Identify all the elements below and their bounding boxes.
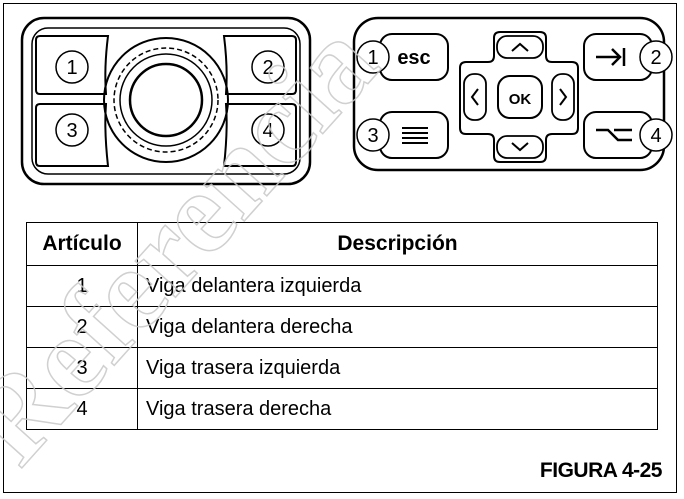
- table-row: 1 Viga delantera izquierda: [26, 265, 658, 307]
- table-row: 4 Viga trasera derecha: [26, 388, 658, 430]
- knob-controller: [20, 16, 312, 186]
- right-callouts: 1 2 3 4: [356, 40, 673, 152]
- right-callout-1: 1: [367, 47, 378, 69]
- right-arrow-icon: [559, 88, 568, 106]
- down-arrow-icon: [511, 142, 529, 152]
- tab-arrow-icon: [596, 48, 626, 66]
- left-callout-3: 3: [66, 120, 77, 142]
- toggle-switch-icon: [596, 128, 632, 142]
- right-button[interactable]: [551, 73, 575, 121]
- esc-label: esc: [397, 47, 430, 69]
- keypad-controller: [352, 16, 666, 172]
- row-description: Viga trasera izquierda: [137, 347, 658, 389]
- row-item: 4: [26, 388, 138, 430]
- header-item: Artículo: [26, 222, 138, 266]
- menu-icon: [402, 127, 428, 144]
- table-row: 2 Viga delantera derecha: [26, 306, 658, 348]
- left-button[interactable]: [463, 73, 487, 121]
- row-description: Viga delantera derecha: [137, 306, 658, 348]
- row-item: 1: [26, 265, 138, 307]
- figure-label: FIGURA 4-25: [539, 459, 663, 482]
- dpad: [459, 31, 579, 163]
- up-button[interactable]: [496, 35, 544, 59]
- button-2[interactable]: [222, 35, 297, 95]
- left-callout-2: 2: [262, 57, 273, 79]
- rotary-knob-center[interactable]: [128, 62, 204, 138]
- control-panel-diagram: 1 2 3 4: [20, 16, 673, 186]
- left-callouts: 1 2 3 4: [55, 50, 285, 147]
- table-row: 3 Viga trasera izquierda: [26, 347, 658, 389]
- up-arrow-icon: [511, 42, 529, 52]
- right-callout-4: 4: [650, 125, 661, 147]
- left-arrow-icon: [470, 88, 479, 106]
- right-callout-2: 2: [650, 47, 661, 69]
- left-callout-1: 1: [66, 57, 77, 79]
- header-description: Descripción: [137, 222, 658, 266]
- menu-button[interactable]: [379, 111, 449, 159]
- item-description-table: Artículo Descripción 1 Viga delantera iz…: [26, 222, 658, 430]
- row-item: 3: [26, 347, 138, 389]
- row-item: 2: [26, 306, 138, 348]
- ok-label: OK: [509, 91, 532, 108]
- down-button[interactable]: [496, 135, 544, 159]
- button-3[interactable]: [35, 103, 110, 167]
- button-1[interactable]: [35, 35, 110, 95]
- left-callout-4: 4: [262, 120, 273, 142]
- row-description: Viga delantera izquierda: [137, 265, 658, 307]
- rotary-knob-outer[interactable]: [103, 37, 229, 163]
- ok-button[interactable]: [497, 75, 543, 119]
- row-description: Viga trasera derecha: [137, 388, 658, 430]
- figure-frame: [3, 3, 677, 493]
- right-callout-3: 3: [367, 125, 378, 147]
- table-header-row: Artículo Descripción: [26, 222, 658, 266]
- button-4[interactable]: [222, 103, 297, 167]
